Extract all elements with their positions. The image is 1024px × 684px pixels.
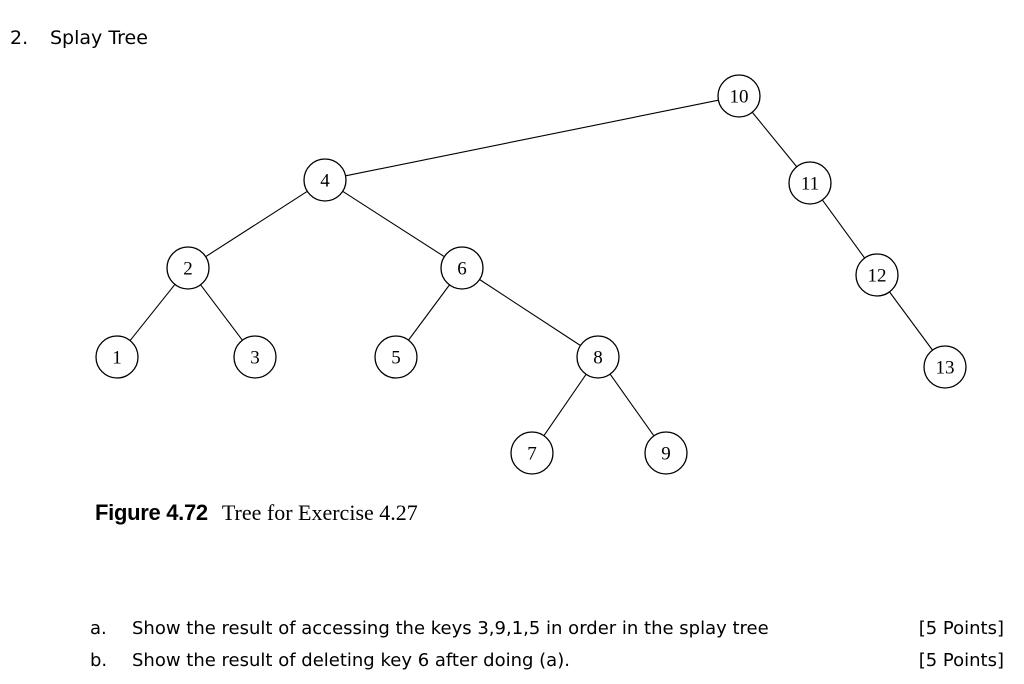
tree-node-13: 13 (923, 345, 967, 389)
tree-node-circle (855, 253, 899, 297)
tree-node-label: 6 (457, 259, 467, 280)
tree-node-label: 4 (320, 171, 330, 192)
tree-node-circle (717, 74, 761, 118)
tree-edge-4-2 (205, 190, 308, 258)
tree-edge-11-12 (821, 199, 866, 259)
tree-edges (129, 99, 933, 437)
question-b-text: Show the result of deleting key 6 after … (132, 650, 570, 671)
tree-node-label: 2 (183, 259, 193, 280)
tree-node-label: 5 (391, 348, 401, 369)
tree-node-circle (788, 161, 832, 205)
question-a-marker: a. (90, 618, 107, 639)
question-b: b. Show the result of deleting key 6 afte… (90, 650, 1014, 671)
tree-node-1: 1 (95, 335, 139, 379)
tree-node-11: 11 (788, 161, 832, 205)
figure-caption-text: Tree for Exercise 4.27 (221, 500, 418, 525)
tree-node-label: 1 (112, 348, 122, 369)
tree-node-circle (576, 335, 620, 379)
tree-node-label: 12 (868, 266, 887, 287)
question-a-points: [5 Points] (918, 618, 1004, 639)
figure-caption: Figure 4.72 Tree for Exercise 4.27 (95, 500, 418, 526)
tree-node-label: 3 (250, 348, 260, 369)
tree-edge-8-7 (543, 373, 587, 437)
tree-node-label: 8 (593, 348, 603, 369)
tree-edge-6-5 (408, 284, 450, 341)
tree-node-5: 5 (374, 335, 418, 379)
tree-node-circle (233, 335, 277, 379)
tree-node-circle (923, 345, 967, 389)
tree-node-9: 9 (644, 431, 688, 475)
question-a: a. Show the result of accessing the keys … (90, 618, 1014, 639)
tree-node-circle (440, 246, 484, 290)
tree-edge-6-8 (479, 279, 581, 346)
tree-node-label: 7 (527, 444, 537, 465)
tree-node-label: 9 (661, 444, 671, 465)
question-number: 2. (10, 27, 29, 49)
tree-node-2: 2 (166, 246, 210, 290)
tree-node-12: 12 (855, 253, 899, 297)
tree-edge-12-13 (889, 291, 933, 351)
tree-edge-2-1 (129, 284, 176, 341)
tree-node-7: 7 (510, 431, 554, 475)
tree-node-circle (374, 335, 418, 379)
question-b-points: [5 Points] (918, 650, 1004, 671)
question-b-marker: b. (90, 650, 108, 671)
tree-node-label: 11 (801, 174, 819, 195)
tree-node-label: 13 (936, 358, 955, 379)
tree-edge-2-3 (200, 284, 243, 341)
tree-node-4: 4 (303, 158, 347, 202)
question-heading: 2. Splay Tree (10, 27, 148, 49)
tree-node-8: 8 (576, 335, 620, 379)
tree-edge-4-6 (342, 190, 445, 258)
tree-node-circle (644, 431, 688, 475)
tree-edge-10-4 (345, 99, 719, 177)
figure-label: Figure 4.72 (95, 500, 208, 525)
tree-node-circle (95, 335, 139, 379)
tree-node-circle (510, 431, 554, 475)
tree-node-10: 10 (717, 74, 761, 118)
tree-edge-10-11 (751, 111, 798, 168)
tree-node-label: 10 (730, 87, 749, 108)
tree-node-circle (166, 246, 210, 290)
tree-node-3: 3 (233, 335, 277, 379)
tree-edge-8-9 (609, 373, 655, 437)
question-a-text: Show the result of accessing the keys 3,… (132, 618, 769, 639)
question-title: Splay Tree (50, 27, 148, 49)
tree-node-circle (303, 158, 347, 202)
tree-node-6: 6 (440, 246, 484, 290)
